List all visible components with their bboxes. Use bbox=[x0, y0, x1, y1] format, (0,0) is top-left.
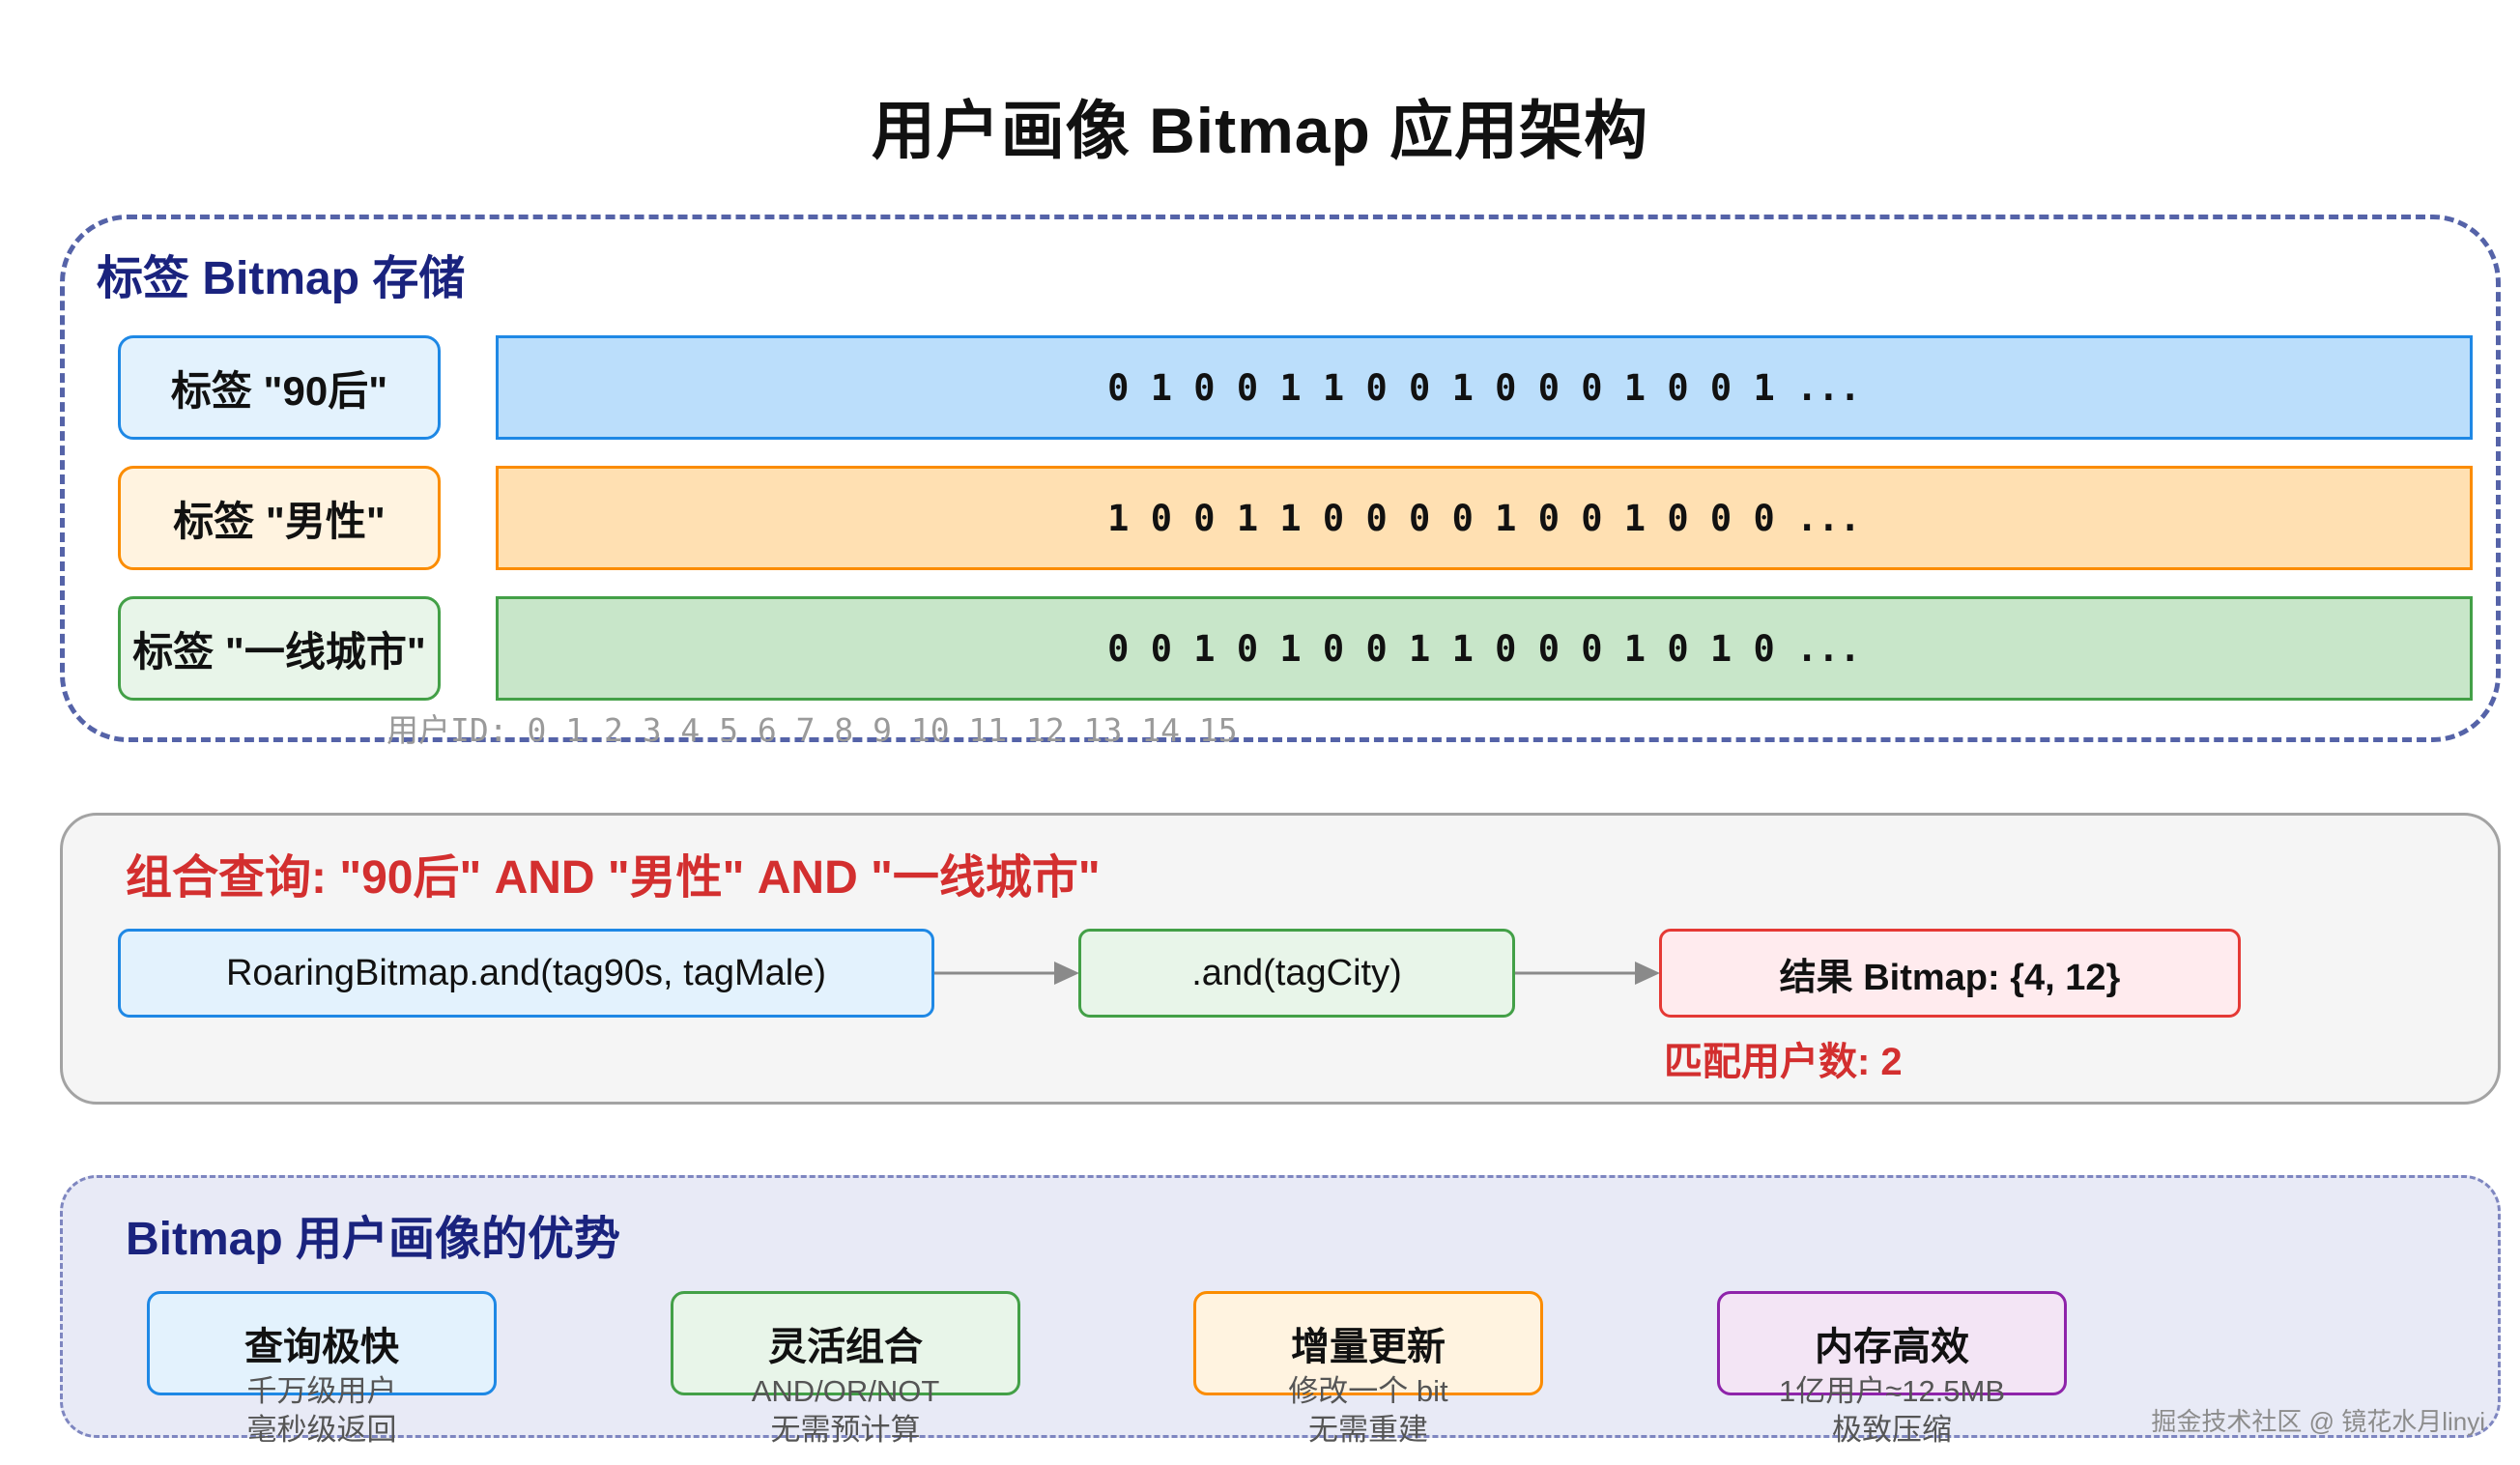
bitmap-row-tier1-city: 0 0 1 0 1 0 0 1 1 0 0 0 1 0 1 0 ... bbox=[496, 596, 2473, 701]
advantage-description: 千万级用户 毫秒级返回 bbox=[147, 1372, 497, 1450]
advantage-title: 增量更新 bbox=[1291, 1326, 1446, 1368]
storage-section-title: 标签 Bitmap 存储 bbox=[97, 253, 466, 304]
advantage-desc-line: 千万级用户 bbox=[246, 1374, 397, 1408]
watermark: 掘金技术社区 @ 镜花水月linyi bbox=[2151, 1407, 2485, 1436]
advantages-section-title: Bitmap 用户画像的优势 bbox=[126, 1214, 621, 1265]
tag-label-90s: 标签 "90后" bbox=[118, 335, 441, 440]
advantage-desc-line: AND/OR/NOT bbox=[751, 1374, 940, 1408]
advantage-description: 修改一个 bit 无需重建 bbox=[1193, 1372, 1543, 1450]
advantage-desc-line: 无需重建 bbox=[1308, 1413, 1428, 1447]
advantage-title: 查询极快 bbox=[244, 1326, 399, 1368]
advantage-card-fast-query: 查询极快 bbox=[147, 1291, 497, 1395]
advantage-title: 灵活组合 bbox=[768, 1326, 923, 1368]
query-step-and-city: .and(tagCity) bbox=[1078, 929, 1515, 1018]
advantage-card-memory-efficient: 内存高效 bbox=[1717, 1291, 2067, 1395]
advantage-card-incremental-update: 增量更新 bbox=[1193, 1291, 1543, 1395]
match-count-label: 匹配用户数: 2 bbox=[1664, 1041, 1903, 1083]
tag-label-tier1-city: 标签 "一线城市" bbox=[118, 596, 441, 701]
page-title: 用户画像 Bitmap 应用架构 bbox=[871, 95, 1649, 166]
advantage-desc-line: 无需预计算 bbox=[770, 1413, 921, 1447]
advantage-desc-line: 修改一个 bit bbox=[1288, 1374, 1448, 1408]
query-section-title: 组合查询: "90后" AND "男性" AND "一线城市" bbox=[126, 852, 1101, 904]
bitmap-row-male: 1 0 0 1 1 0 0 0 0 1 0 0 1 0 0 0 ... bbox=[496, 466, 2473, 570]
tag-label-male: 标签 "男性" bbox=[118, 466, 441, 570]
advantage-description: AND/OR/NOT 无需预计算 bbox=[671, 1372, 1020, 1450]
query-step-and-90s-male: RoaringBitmap.and(tag90s, tagMale) bbox=[118, 929, 934, 1018]
arrow-step2-to-result bbox=[1515, 962, 1660, 985]
advantage-desc-line: 毫秒级返回 bbox=[246, 1413, 397, 1447]
advantage-title: 内存高效 bbox=[1815, 1326, 1969, 1368]
advantage-desc-line: 1亿用户≈12.5MB bbox=[1778, 1374, 2006, 1408]
user-id-index-label: 用户ID: 0 1 2 3 4 5 6 7 8 9 10 11 12 13 14… bbox=[387, 711, 1238, 749]
arrow-step1-to-step2 bbox=[934, 962, 1079, 985]
bitmap-row-90s: 0 1 0 0 1 1 0 0 1 0 0 0 1 0 0 1 ... bbox=[496, 335, 2473, 440]
advantage-desc-line: 极致压缩 bbox=[1832, 1413, 1952, 1447]
advantage-card-flexible-combination: 灵活组合 bbox=[671, 1291, 1020, 1395]
advantage-description: 1亿用户≈12.5MB 极致压缩 bbox=[1717, 1372, 2067, 1450]
query-result-bitmap: 结果 Bitmap: {4, 12} bbox=[1659, 929, 2241, 1018]
